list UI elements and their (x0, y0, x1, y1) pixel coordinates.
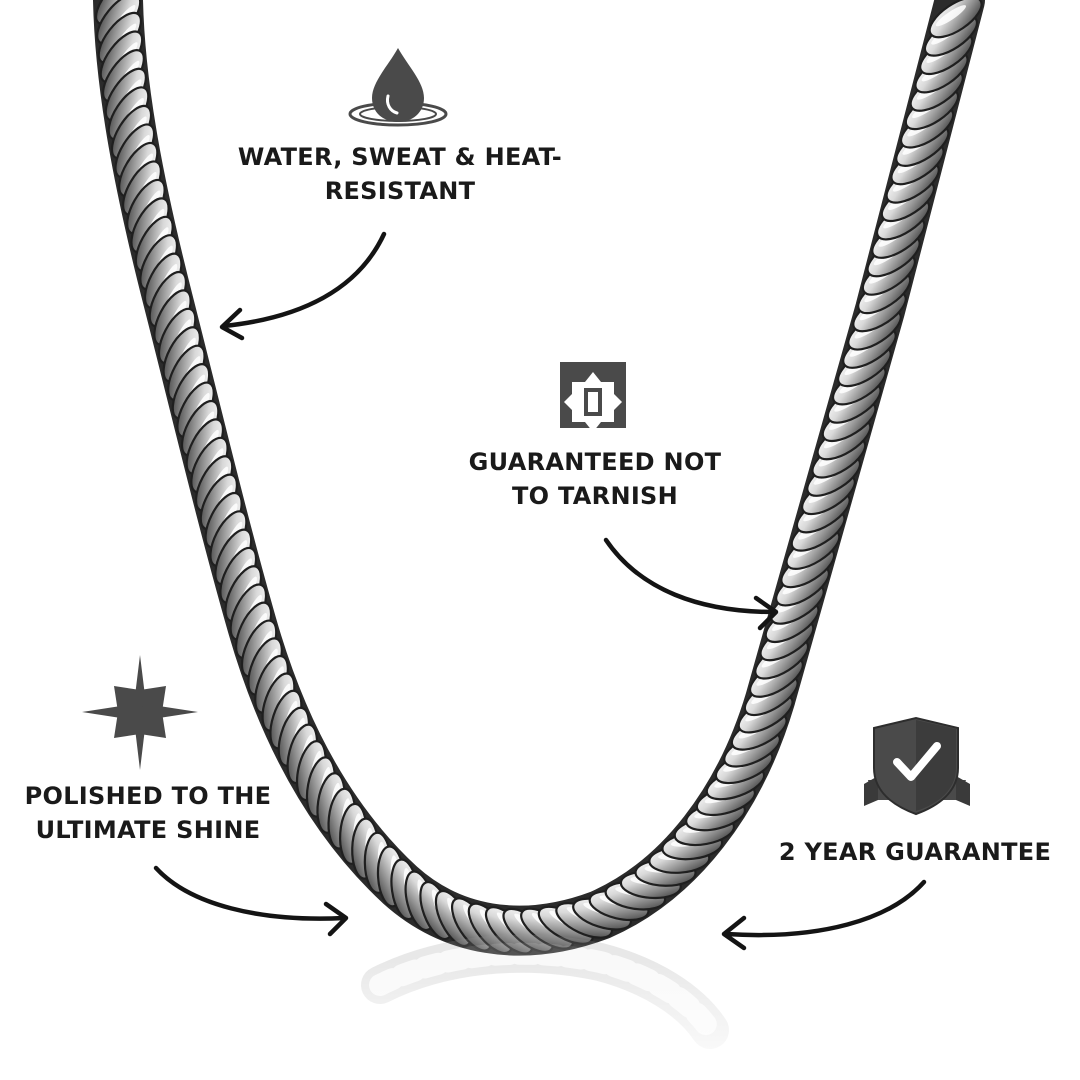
arrow-to-chain-left-lower (153, 865, 349, 937)
feature-label-no-tarnish: GUARANTEED NOT TO TARNISH (440, 445, 750, 513)
chain-link-highlight (935, 5, 967, 27)
arrow-to-chain-right-middle (603, 537, 779, 631)
sparkle-star-icon (82, 655, 198, 770)
feature-label-line: TO TARNISH (511, 482, 679, 510)
feature-label-polished-shine: POLISHED TO THE ULTIMATE SHINE (0, 779, 296, 847)
feature-label-line: ULTIMATE SHINE (35, 816, 261, 844)
rope-chain-links (94, 0, 983, 955)
feature-label-line: POLISHED TO THE (24, 782, 272, 810)
feature-label-line: GUARANTEED NOT (468, 448, 722, 476)
feature-label-line: WATER, SWEAT & HEAT- (237, 143, 563, 171)
arrow-to-chain-left-upper (219, 231, 387, 341)
water-drop-icon (348, 48, 448, 127)
feature-label-water-resistant: WATER, SWEAT & HEAT- RESISTANT (220, 140, 580, 208)
shield-check-icon (864, 716, 970, 816)
anti-tarnish-icon (560, 362, 626, 432)
feature-label-line: 2 YEAR GUARANTEE (778, 838, 1052, 866)
chain-link (928, 0, 983, 39)
arrow-to-chain-right-lower (721, 879, 927, 951)
feature-label-guarantee: 2 YEAR GUARANTEE (760, 835, 1070, 869)
feature-label-line: RESISTANT (324, 177, 476, 205)
